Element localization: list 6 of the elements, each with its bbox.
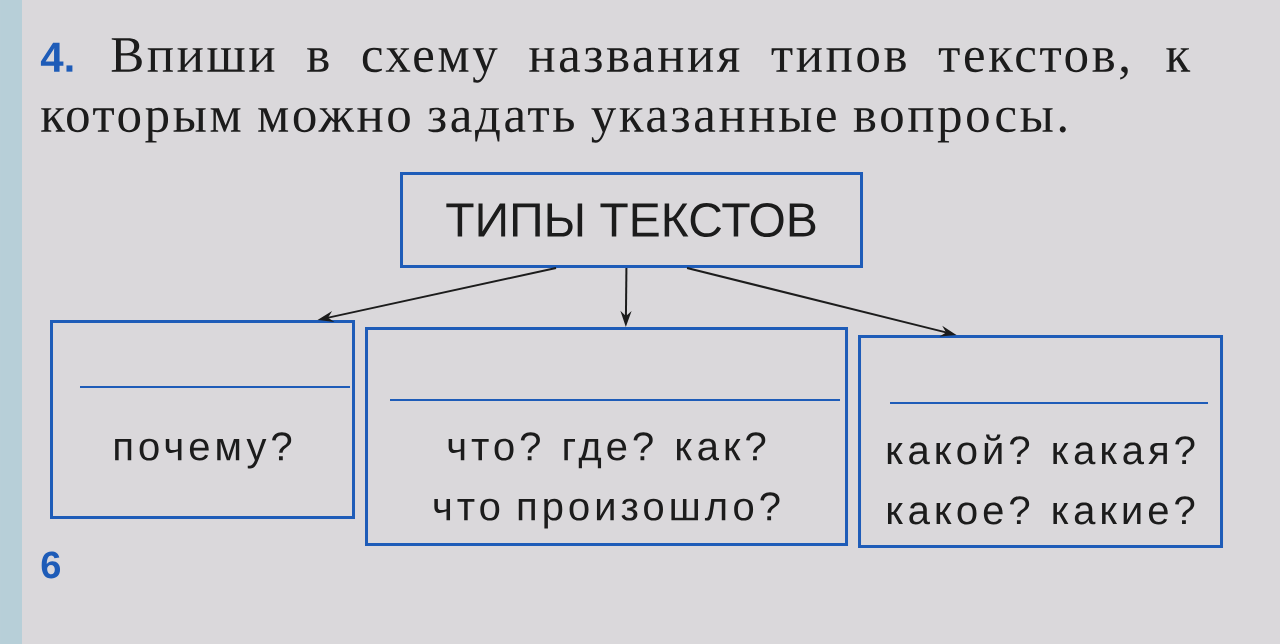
question-box: что? где? как? что произошло?: [365, 327, 848, 546]
question-box: какой? какая? какое? какие?: [858, 335, 1223, 548]
instruction-text: 4. Впиши в схему названия типов текстов, к которым можно задать указанные вопросы.: [40, 38, 1191, 143]
heading-box: ТИПЫ ТЕКСТОВ: [400, 172, 863, 268]
page-number: 6: [41, 551, 61, 579]
question-box: почему?: [50, 320, 355, 519]
